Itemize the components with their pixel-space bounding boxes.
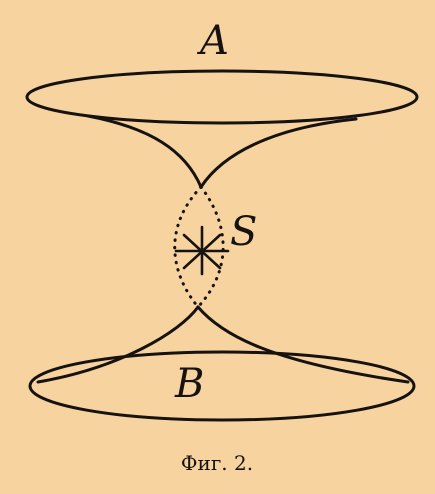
asterisk-star-icon — [174, 225, 230, 276]
label-b: B — [174, 361, 204, 407]
label-a: A — [196, 18, 229, 64]
cone-a — [25, 69, 419, 189]
dotted-lens-left — [173, 185, 203, 309]
cone-a-rim — [25, 69, 419, 125]
cone-b-rim — [28, 350, 416, 422]
label-s: S — [230, 209, 257, 255]
cone-b-right-edge — [196, 305, 410, 384]
figure-caption: Фиг. 2. — [181, 451, 253, 475]
cone-b-left-edge — [36, 305, 200, 384]
cone-a-right-edge — [199, 117, 358, 189]
dotted-lens — [173, 185, 225, 309]
cone-a-left-edge — [86, 114, 203, 189]
dotted-lens-right — [196, 185, 225, 309]
cone-b — [28, 305, 416, 422]
